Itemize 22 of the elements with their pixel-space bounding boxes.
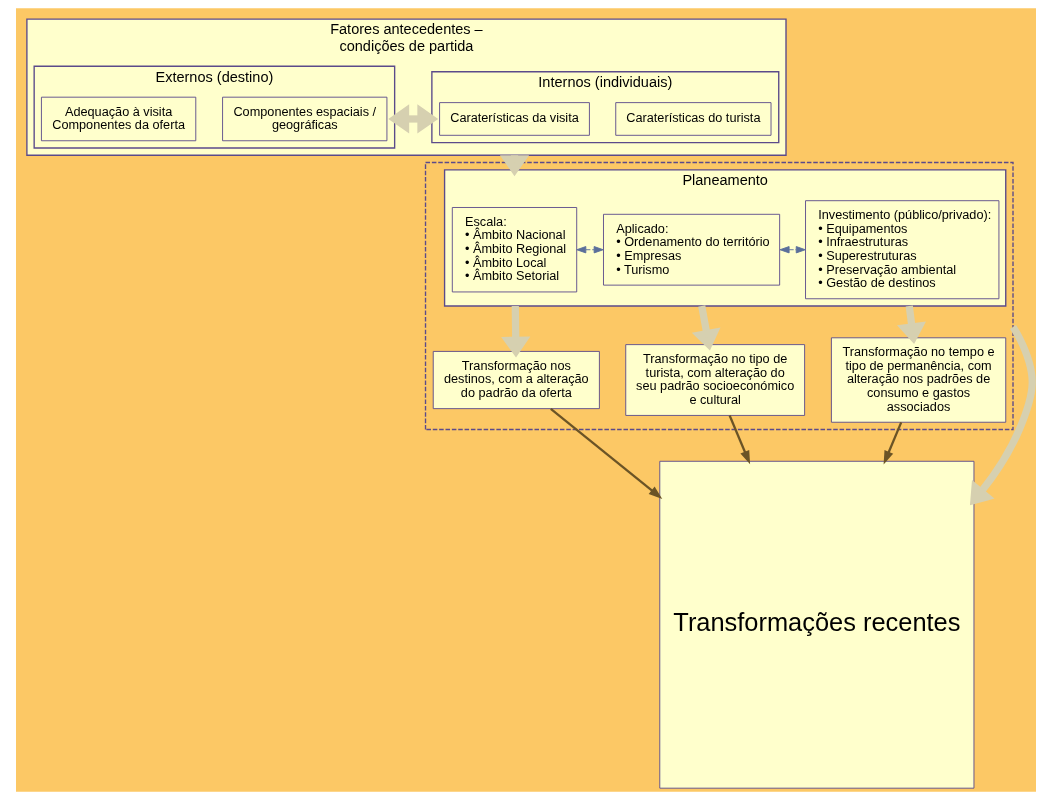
node-box: Transformação no tipo de turista, com alteração do seu padrão socioeconómico e cultural bbox=[624, 344, 805, 416]
arrow bbox=[728, 415, 750, 465]
arrow bbox=[387, 104, 438, 134]
cluster bbox=[424, 161, 1014, 431]
node-box: Caraterísticas da visita bbox=[438, 102, 590, 136]
arrow bbox=[691, 305, 720, 351]
node-box: Aplicado: • Ordenamento do território • Empresas • Turismo bbox=[602, 213, 780, 286]
arrow bbox=[549, 407, 662, 499]
node-box: Investimento (público/privado): • Equipamentos • Infraestruturas • Superestruturas • Preservação ambiental • Gestão de destinos bbox=[804, 200, 999, 300]
arrow bbox=[500, 305, 530, 358]
node-box: Caraterísticas do turista bbox=[614, 102, 771, 136]
node-box: Componentes espaciais / geográficas bbox=[221, 96, 387, 142]
node-box: Adequação à visita Componentes da oferta bbox=[40, 96, 196, 142]
arrow bbox=[896, 305, 926, 345]
node-box: Transformação nos destinos, com a alteração do padrão da oferta bbox=[432, 350, 600, 410]
arrow bbox=[575, 246, 604, 254]
node-box: Transformações recentes bbox=[658, 460, 974, 789]
arrow bbox=[969, 324, 1036, 506]
arrow bbox=[883, 421, 902, 465]
arrow bbox=[779, 246, 806, 254]
node-box: Transformação no tempo e tipo de permanência, com alteração nos padrões de consumo e gastos associados bbox=[830, 337, 1006, 423]
node-box: Escala: • Âmbito Nacional • Âmbito Regional • Âmbito Local • Âmbito Setorial bbox=[451, 207, 577, 293]
